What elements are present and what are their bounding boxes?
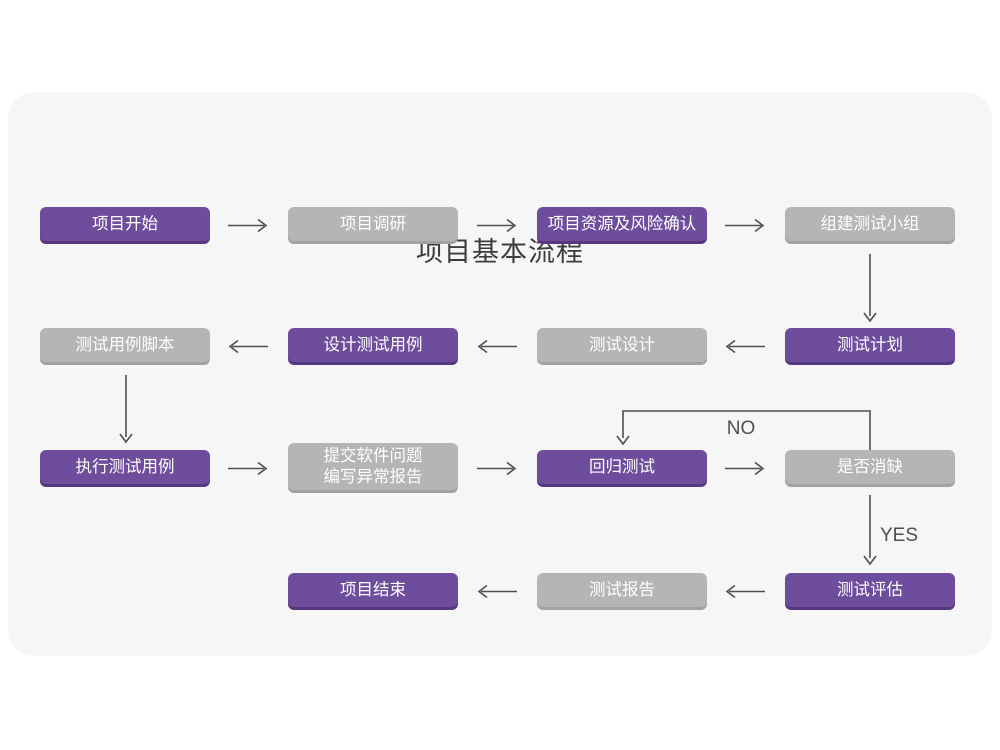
node-build-test-team: 组建测试小组 — [785, 207, 955, 241]
node-design-test-cases: 设计测试用例 — [288, 328, 458, 362]
node-resource-risk-confirm: 项目资源及风险确认 — [537, 207, 707, 241]
node-project-start: 项目开始 — [40, 207, 210, 241]
node-submit-issues-report: 提交软件问题 编写异常报告 — [288, 443, 458, 490]
node-project-research: 项目调研 — [288, 207, 458, 241]
node-execute-test-cases: 执行测试用例 — [40, 450, 210, 484]
page-title: 项目基本流程 — [416, 237, 584, 267]
node-test-case-script: 测试用例脚本 — [40, 328, 210, 362]
flowchart-card: 项目基本流程 — [8, 92, 992, 656]
node-regression-test: 回归测试 — [537, 450, 707, 484]
node-project-end: 项目结束 — [288, 573, 458, 607]
node-test-plan: 测试计划 — [785, 328, 955, 362]
node-test-evaluation: 测试评估 — [785, 573, 955, 607]
node-test-report: 测试报告 — [537, 573, 707, 607]
node-test-design: 测试设计 — [537, 328, 707, 362]
node-defect-cleared-decision: 是否消缺 — [785, 450, 955, 484]
